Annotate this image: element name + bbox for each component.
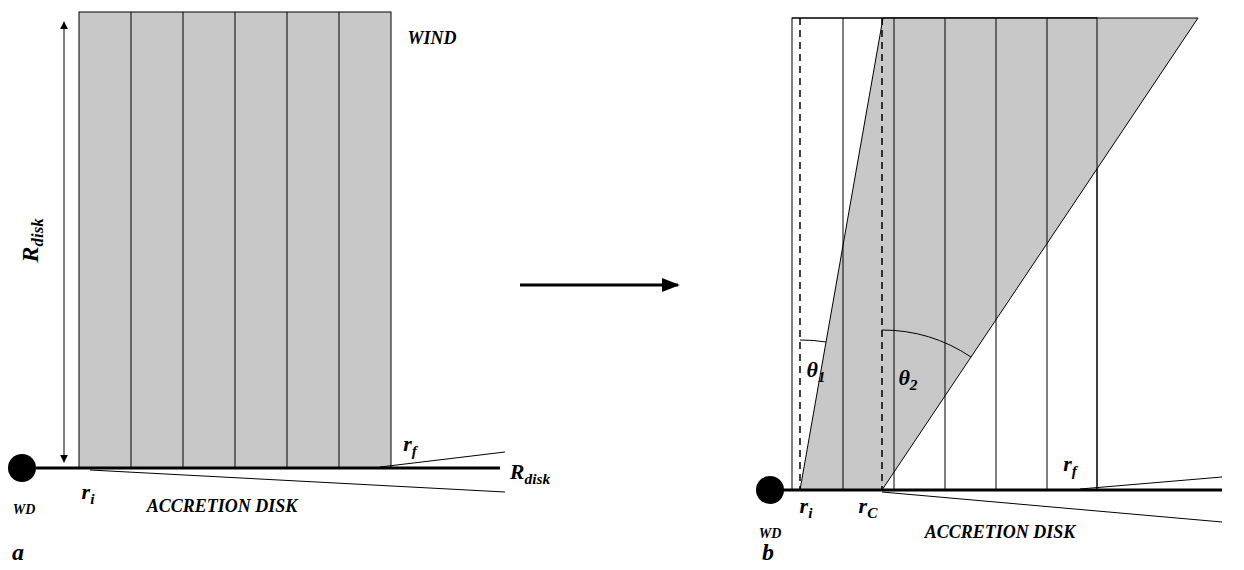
- height-arrow: [64, 22, 65, 462]
- disk-surface: [882, 492, 1222, 522]
- wind-strips: [792, 18, 1097, 490]
- disk-plane: [36, 467, 500, 470]
- wind-strips: [131, 12, 339, 468]
- axis-line: [881, 18, 883, 490]
- radius-label: rf: [1063, 453, 1077, 478]
- panel-letter: a: [12, 540, 24, 564]
- panel-b: [756, 18, 1222, 522]
- transition-arrow: [520, 284, 678, 287]
- panel-a: [8, 12, 505, 492]
- object-label: WD: [759, 527, 782, 541]
- dimension-label: Rdisk: [18, 218, 47, 262]
- white-dwarf: [8, 454, 36, 482]
- radius-label: rf: [403, 433, 417, 458]
- radius-label: ri: [82, 481, 95, 506]
- disk-surface: [90, 470, 505, 492]
- tilted-wind: [800, 18, 1198, 490]
- region-label: ACCRETION DISK: [925, 523, 1076, 541]
- object-label: WD: [13, 503, 36, 517]
- disk-surface: [1080, 477, 1222, 489]
- axis-line: [799, 18, 801, 490]
- radius-label: ri: [800, 495, 813, 520]
- angle-arc: [800, 340, 826, 342]
- panel-letter: b: [762, 540, 774, 564]
- disk-plane: [760, 489, 1222, 492]
- wind-block: [79, 12, 391, 468]
- angle-label: θ2: [898, 367, 917, 392]
- white-dwarf: [756, 476, 784, 504]
- disk-surface: [380, 452, 505, 467]
- angle-arc: [882, 330, 971, 357]
- radius-label: Rdisk: [510, 461, 550, 486]
- radius-label: rC: [859, 495, 878, 520]
- region-label: WIND: [407, 29, 456, 47]
- region-label: ACCRETION DISK: [147, 497, 298, 515]
- angle-label: θ1: [806, 359, 825, 384]
